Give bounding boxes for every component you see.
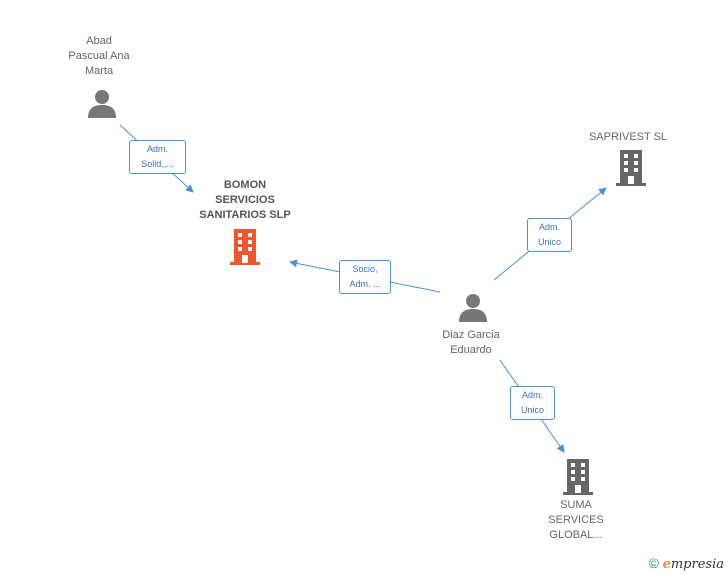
- node-abad-pascual-ana-marta[interactable]: Abad Pascual Ana Marta: [48, 34, 150, 79]
- person-icon[interactable]: [458, 293, 488, 323]
- edge-label-line: Solid.,...: [141, 159, 174, 169]
- edge-label-line: Adm. ...: [349, 279, 381, 289]
- building-icon[interactable]: [562, 459, 594, 495]
- node-label-line: Marta: [84, 65, 114, 77]
- node-label-line: Diaz Garcia: [442, 329, 500, 341]
- building-icon[interactable]: [229, 229, 261, 265]
- node-label-line: SANITARIOS SLP: [199, 209, 291, 221]
- building-icon[interactable]: [615, 150, 647, 186]
- node-label-line: SERVICIOS: [215, 194, 275, 206]
- node-saprivest-sl[interactable]: SAPRIVEST SL: [578, 130, 678, 145]
- empresia-logo: empresia: [663, 557, 724, 572]
- copyright-icon: ©: [648, 555, 659, 571]
- person-icon[interactable]: [87, 89, 117, 119]
- edge-label-line: Adm.: [538, 222, 560, 232]
- logo-text: mpresia: [670, 557, 724, 572]
- edge-label-line: Adm.: [521, 390, 543, 400]
- node-label-line: SUMA: [560, 499, 592, 511]
- empresia-credit: © empresia: [649, 555, 724, 572]
- node-label-line: SERVICES: [548, 514, 604, 526]
- edge-label-diaz-saprivest[interactable]: Adm. Unico: [527, 218, 572, 252]
- node-diaz-garcia-eduardo[interactable]: Diaz Garcia Eduardo: [420, 328, 522, 358]
- edge-label-line: Socio,: [352, 264, 378, 274]
- logo-letter: e: [662, 557, 671, 572]
- node-label-line: SAPRIVEST SL: [588, 131, 668, 143]
- edge-label-diaz-bomon[interactable]: Socio, Adm. ...: [339, 260, 391, 294]
- node-label-line: Abad: [86, 35, 112, 47]
- node-label-line: BOMON: [223, 179, 267, 191]
- edge-label-line: Unico: [537, 237, 561, 247]
- node-suma-services-global[interactable]: SUMA SERVICES GLOBAL...: [530, 498, 622, 543]
- node-label-line: GLOBAL...: [549, 529, 603, 541]
- edge-label-abad-bomon[interactable]: Adm. Solid.,...: [129, 140, 186, 174]
- node-bomon-servicios-sanitarios[interactable]: BOMON SERVICIOS SANITARIOS SLP: [180, 178, 310, 223]
- node-label-line: Pascual Ana: [68, 50, 130, 62]
- edge-label-line: Unico: [520, 405, 544, 415]
- edge-label-diaz-suma[interactable]: Adm. Unico: [510, 386, 555, 420]
- node-label-line: Eduardo: [450, 344, 492, 356]
- edge-label-line: Adm.: [146, 144, 168, 154]
